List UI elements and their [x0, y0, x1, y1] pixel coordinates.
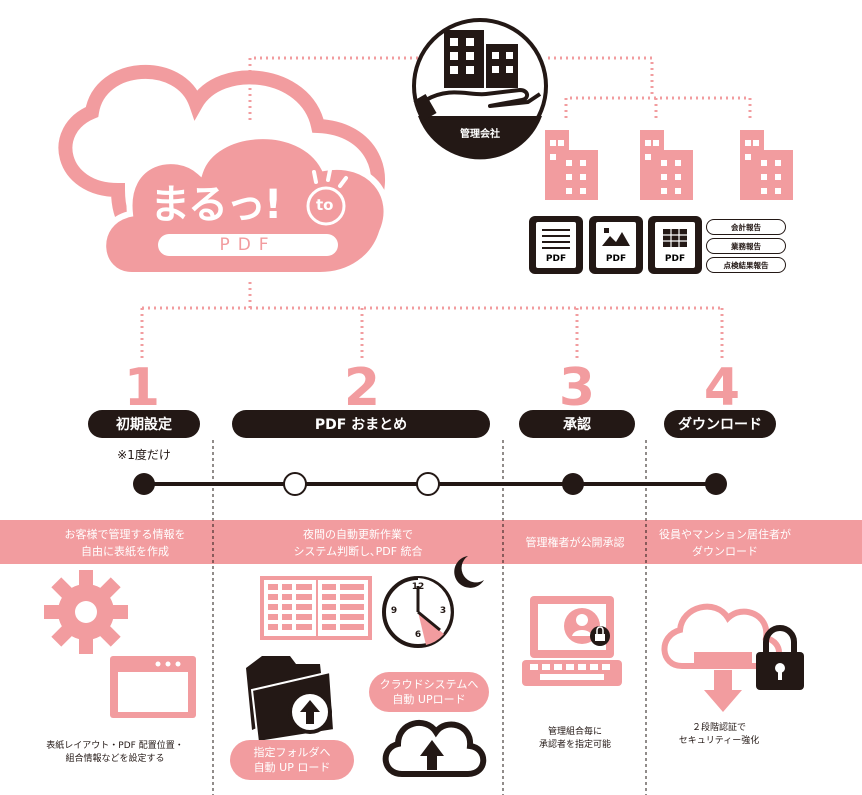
step2-description: 夜間の自動更新作業で システム判断し､PDF 統合 [293, 528, 423, 558]
timeline-dot-1 [133, 473, 155, 495]
step4-description: 役員やマンション居住者が ダウンロード [659, 528, 791, 558]
buildings [545, 130, 793, 200]
company-emblem [412, 18, 548, 160]
clock-number-6: 6 [414, 630, 422, 640]
timeline-dot-3 [562, 473, 584, 495]
cloud-logo [58, 65, 390, 278]
step3-description: 管理権者が公開承認 [525, 536, 625, 549]
documents-grid-icon [260, 576, 372, 640]
logo-pdf-text: PDF [219, 235, 277, 255]
step-number-4: 4 [703, 358, 741, 418]
step1-caption: 表紙レイアウト・PDF 配置位置・ 組合情報などを設定する [46, 741, 184, 764]
lock-icon [756, 625, 804, 690]
moon-icon [454, 556, 484, 588]
report-accounting: 会計報告 [706, 219, 786, 235]
cloud-download-icon [661, 603, 782, 712]
timeline-dot-2b [416, 472, 440, 496]
gear-icon [44, 570, 128, 654]
step3-caption: 管理組合毎に 承認者を指定可能 [538, 727, 611, 750]
folder-upload-pill: 指定フォルダへ 自動 UP ロード [230, 740, 354, 780]
step1-description: お客様で管理する情報を 自由に表紙を作成 [64, 528, 186, 558]
pdf-label-2: PDF [605, 254, 627, 264]
timeline-dot-4 [705, 473, 727, 495]
cloud-upload-icon [382, 720, 487, 777]
step-number-2: 2 [343, 358, 381, 418]
clock-number-12: 12 [411, 582, 425, 592]
report-operations: 業務報告 [706, 238, 786, 254]
clock-number-3: 3 [439, 606, 447, 616]
report-inspection: 点検結果報告 [706, 257, 786, 273]
step-title-3: 承認 [519, 410, 635, 438]
step1-note: ※1度だけ [117, 448, 171, 462]
logo-to-text: to [316, 196, 334, 214]
dotted-connectors [140, 56, 752, 360]
computer-icon [522, 596, 622, 686]
step-title-1: 初期設定 [88, 410, 200, 438]
description-band [0, 520, 862, 564]
column-dividers [212, 440, 647, 795]
step-title-4: ダウンロード [664, 410, 776, 438]
company-label: 管理会社 [460, 129, 500, 140]
step-number-1: 1 [123, 358, 161, 418]
window-icon [110, 656, 196, 718]
timeline-dot-2a [283, 472, 307, 496]
clock-icon [382, 576, 454, 648]
pdf-label-1: PDF [545, 254, 567, 264]
step-title-2: PDF おまとめ [232, 410, 490, 438]
folder-upload-icon [246, 656, 336, 744]
cloud-upload-pill: クラウドシステムへ 自動 UPロード [369, 672, 489, 712]
step4-caption: ２段階認証で セキュリティー強化 [678, 723, 760, 746]
logo-main-text: まるっ! [150, 182, 282, 228]
clock-number-9: 9 [390, 606, 398, 616]
step-number-3: 3 [558, 358, 596, 418]
pdf-label-3: PDF [664, 254, 686, 264]
pdf-documents [529, 216, 702, 274]
